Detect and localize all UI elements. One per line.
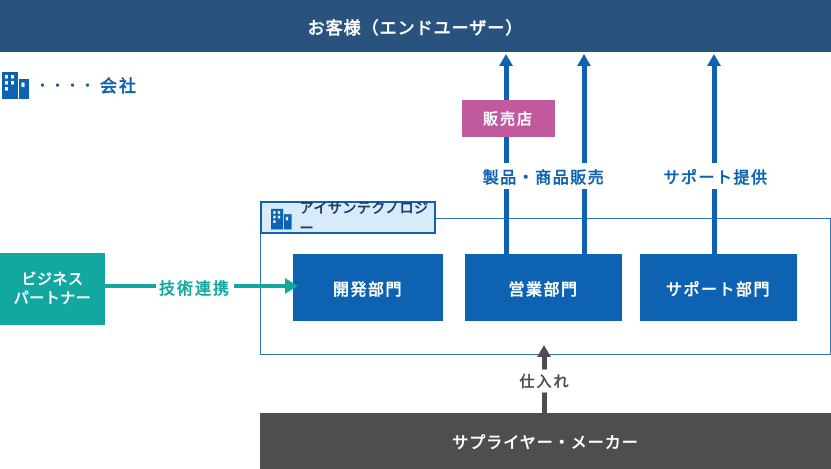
company-building-icon (271, 208, 292, 229)
business-partner-box: ビジネス パートナー (0, 253, 105, 325)
dept-sales-label: 営業部門 (508, 281, 579, 299)
customer-bar: お客様（エンドユーザー） (0, 0, 831, 52)
customer-bar-label: お客様（エンドユーザー） (307, 18, 524, 38)
supplier-bar: サプライヤー・メーカー (260, 413, 831, 469)
legend: ・・・・ 会社 (2, 68, 138, 100)
sales-flow-label: 製品・商品販売 (479, 163, 609, 189)
legend-dots: ・・・・ (36, 77, 97, 93)
dept-support-label: サポート部門 (665, 281, 771, 299)
arrow-up-icon (577, 54, 591, 66)
company-header: アイサンテクノロジー (260, 200, 436, 236)
partner-label-line1: ビジネス (21, 271, 84, 288)
dept-box-sales: 営業部門 (465, 254, 622, 321)
support-flow-label: サポート提供 (660, 163, 772, 189)
dept-box-development: 開発部門 (293, 254, 443, 321)
company-building-icon (2, 72, 29, 99)
dept-development-label: 開発部門 (332, 281, 403, 299)
sales-flow-arrow-2 (577, 54, 591, 254)
procurement-flow-label: 仕入れ (516, 369, 574, 393)
reseller-box: 販売店 (462, 100, 555, 137)
arrow-up-icon (707, 54, 721, 66)
partner-label-line2: パートナー (13, 290, 92, 307)
company-name: アイサンテクノロジー (299, 199, 429, 236)
support-flow-arrow (707, 54, 721, 254)
tech-flow-label: 技術連携 (155, 274, 235, 300)
dept-box-support: サポート部門 (640, 254, 797, 321)
arrow-right-icon (285, 278, 298, 294)
legend-label: 会社 (100, 76, 139, 96)
arrow-up-icon (537, 345, 551, 357)
reseller-label: 販売店 (482, 111, 534, 128)
sales-flow-arrow-1 (499, 54, 513, 254)
supplier-label: サプライヤー・メーカー (452, 435, 639, 452)
arrow-up-icon (499, 54, 513, 66)
